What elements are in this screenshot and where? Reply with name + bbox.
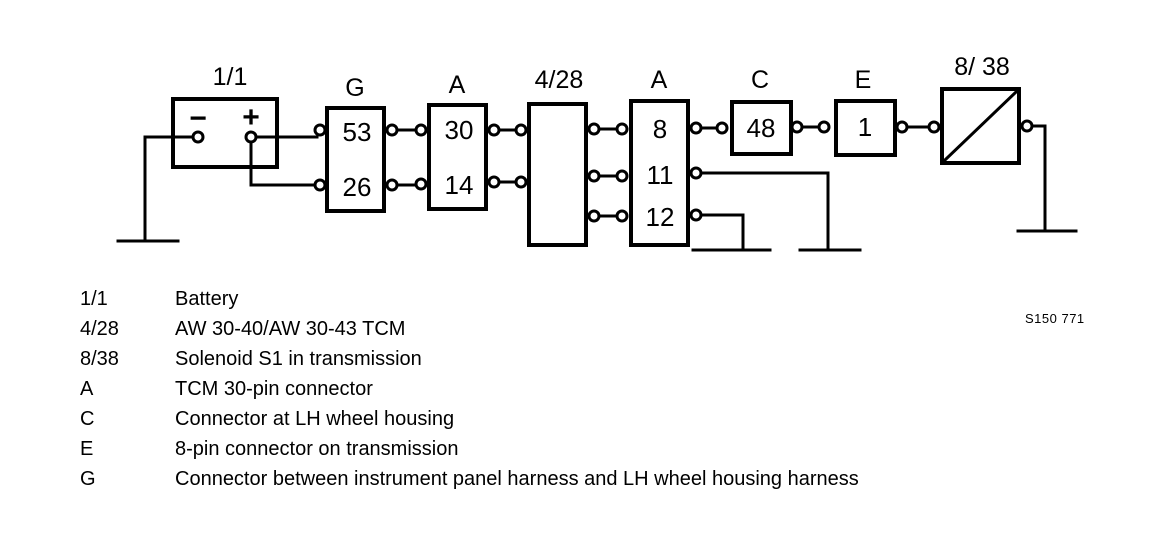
- connector-a-first-label: A: [449, 71, 466, 99]
- tcm-module: 4/28: [527, 66, 588, 247]
- legend-desc: Connector at LH wheel housing: [175, 408, 455, 430]
- solenoid-diagonal: [942, 89, 1019, 163]
- battery-plus-terminal: [244, 130, 258, 144]
- battery-label: 1/1: [213, 63, 248, 91]
- pin-a14-in: [414, 177, 428, 191]
- legend-desc: AW 30-40/AW 30-43 TCM: [175, 318, 406, 340]
- battery: 1/1 − +: [171, 63, 279, 169]
- connector-g-pin-26: 26: [343, 172, 372, 202]
- connector-c: C 48: [730, 66, 793, 156]
- legend-code: G: [80, 468, 96, 490]
- battery-minus-sign: −: [189, 102, 207, 135]
- connector-c-label: C: [751, 66, 769, 94]
- pin-g53-in: [313, 123, 327, 137]
- connector-g-pin-53: 53: [343, 117, 372, 147]
- wire-battery-plus-g26: [249, 140, 319, 187]
- pin-tcm-in-2: [514, 175, 528, 189]
- pin-a12-in: [615, 209, 629, 223]
- legend-code: C: [80, 408, 95, 430]
- legend-desc: Connector between instrument panel harne…: [175, 468, 859, 490]
- connector-e-pin-1: 1: [858, 112, 872, 142]
- legend-code: 1/1: [80, 288, 108, 310]
- connector-g: G 53 26: [325, 74, 386, 213]
- legend-row: 8/38 Solenoid S1 in transmission: [80, 344, 859, 374]
- pin-a11-in: [615, 169, 629, 183]
- connector-a-pin-12: 12: [646, 202, 675, 232]
- tcm-label: 4/28: [535, 66, 584, 94]
- connector-a-pin-30: 30: [445, 115, 474, 145]
- connector-a-first-box: [427, 103, 488, 211]
- legend-desc: Solenoid S1 in transmission: [175, 348, 422, 370]
- legend-row: 4/28 AW 30-40/AW 30-43 TCM: [80, 314, 859, 344]
- pin-g26-in: [313, 178, 327, 192]
- legend-row: G Connector between instrument panel har…: [80, 464, 859, 494]
- legend-desc: TCM 30-pin connector: [175, 378, 373, 400]
- pin-c48-in: [715, 121, 729, 135]
- solenoid-s1: 8/ 38: [940, 53, 1021, 165]
- battery-plus-sign: +: [242, 101, 260, 134]
- legend-code: E: [80, 438, 94, 460]
- connector-c-box: [730, 100, 793, 156]
- wire-battery-minus-ground: [143, 135, 195, 243]
- pin-e1-in: [817, 120, 831, 134]
- legend-code: A: [80, 378, 94, 400]
- pin-a30-in: [414, 123, 428, 137]
- battery-minus-terminal: [191, 130, 205, 144]
- pin-tcm-in-1: [514, 123, 528, 137]
- connector-g-box: [325, 106, 386, 213]
- connector-c-pin-48: 48: [747, 113, 776, 143]
- connector-a-pin-8: 8: [653, 114, 667, 144]
- figure-reference-code: S150 771: [1025, 311, 1085, 326]
- connector-e: E 1: [834, 66, 897, 157]
- connector-a-pin-11: 11: [647, 160, 674, 190]
- wire-a12-ground: [699, 213, 745, 252]
- legend-row: 1/1 Battery: [80, 284, 859, 314]
- wire-a11-ground: [699, 171, 830, 252]
- connector-a-second-label: A: [651, 66, 668, 94]
- connector-a-pin-14: 14: [445, 170, 474, 200]
- legend-row: E 8-pin connector on transmission: [80, 434, 859, 464]
- legend: 1/1 Battery 4/28 AW 30-40/AW 30-43 TCM 8…: [80, 284, 859, 494]
- tcm-box: [527, 102, 588, 247]
- legend-desc: Battery: [175, 288, 239, 310]
- connector-e-label: E: [855, 66, 872, 94]
- legend-row: C Connector at LH wheel housing: [80, 404, 859, 434]
- wire-solenoid-ground: [1030, 124, 1047, 233]
- connector-a-second-box: [629, 99, 690, 247]
- pin-solenoid-in: [927, 120, 941, 134]
- solenoid-label: 8/ 38: [954, 53, 1010, 81]
- connector-g-label: G: [345, 74, 364, 102]
- legend-desc: 8-pin connector on transmission: [175, 438, 459, 460]
- legend-code: 8/38: [80, 348, 119, 370]
- legend-row: A TCM 30-pin connector: [80, 374, 859, 404]
- connector-a-first: A 30 14: [427, 71, 488, 211]
- connector-e-box: [834, 99, 897, 157]
- pin-a8-in: [615, 122, 629, 136]
- connector-a-second: A 8 11 12: [629, 66, 690, 247]
- battery-box: [171, 97, 279, 169]
- legend-code: 4/28: [80, 318, 119, 340]
